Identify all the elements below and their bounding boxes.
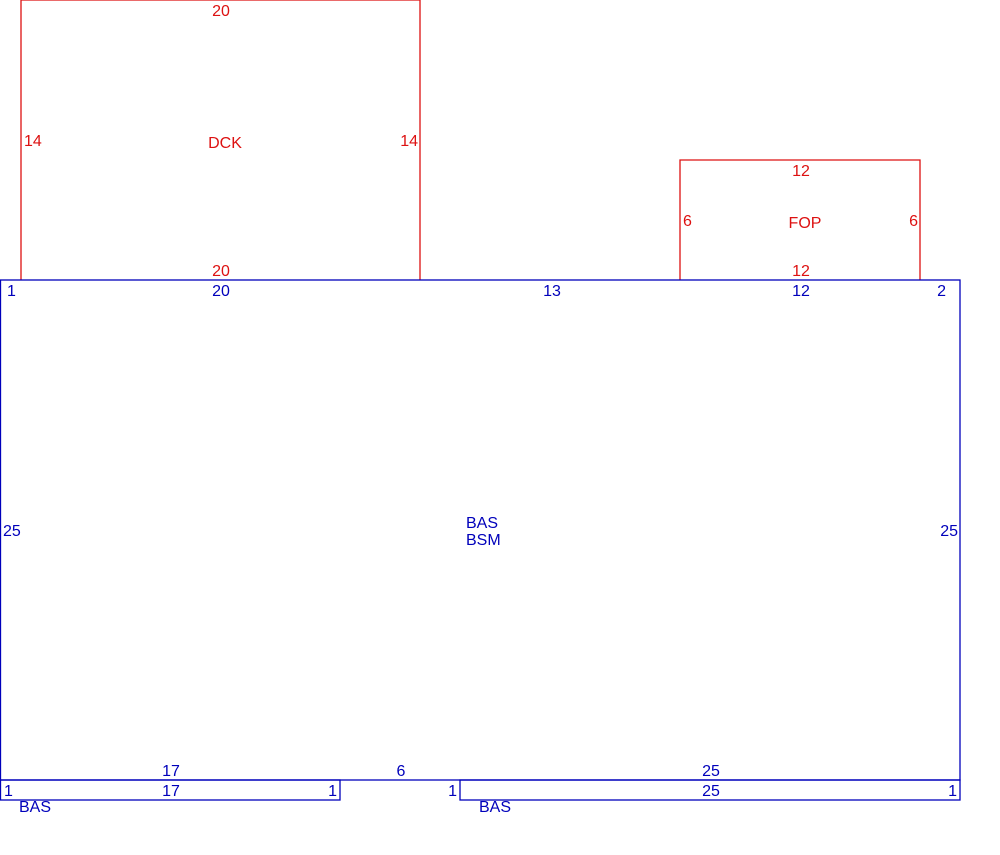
main-label-line1: BAS bbox=[466, 515, 498, 532]
porch-top-dim: 12 bbox=[792, 163, 810, 180]
left-strip-outline bbox=[0, 779, 341, 801]
right-strip-area: 1 25 1 BAS bbox=[448, 779, 961, 816]
porch-area: 12 6 6 12 FOP bbox=[679, 159, 921, 280]
left-strip-top-dim: 17 bbox=[162, 783, 180, 800]
main-top-seg3-dim: 12 bbox=[792, 283, 810, 300]
deck-right-dim: 14 bbox=[400, 133, 418, 150]
porch-outline bbox=[679, 159, 921, 280]
right-strip-right-dim: 1 bbox=[948, 783, 957, 800]
right-strip-outline bbox=[459, 779, 961, 801]
right-strip-left-dim: 1 bbox=[448, 783, 457, 800]
left-strip-area: 1 17 1 BAS bbox=[0, 779, 341, 816]
main-corner-right-dim: 2 bbox=[937, 283, 946, 300]
main-bottom-seg3-dim: 25 bbox=[702, 763, 720, 780]
right-strip-top-dim: 25 bbox=[702, 783, 720, 800]
left-strip-left-dim: 1 bbox=[4, 783, 13, 800]
main-left-dim: 25 bbox=[3, 523, 21, 540]
deck-top-dim: 20 bbox=[212, 3, 230, 20]
porch-left-dim: 6 bbox=[683, 213, 692, 230]
right-strip-label: BAS bbox=[479, 799, 511, 816]
deck-bottom-dim: 20 bbox=[212, 263, 230, 280]
main-label-line2: BSM bbox=[466, 532, 501, 549]
main-area: 1 20 13 12 2 25 25 BAS BSM 17 6 25 bbox=[0, 279, 961, 781]
deck-left-dim: 14 bbox=[24, 133, 42, 150]
main-bottom-seg2-dim: 6 bbox=[397, 763, 406, 780]
left-strip-label: BAS bbox=[19, 799, 51, 816]
main-bottom-seg1-dim: 17 bbox=[162, 763, 180, 780]
main-top-seg2-dim: 13 bbox=[543, 283, 561, 300]
deck-area: 20 14 14 20 DCK bbox=[20, 0, 421, 280]
left-strip-right-dim: 1 bbox=[328, 783, 337, 800]
main-top-seg1-dim: 20 bbox=[212, 283, 230, 300]
porch-label: FOP bbox=[789, 215, 822, 232]
porch-bottom-dim: 12 bbox=[792, 263, 810, 280]
deck-outline bbox=[20, 0, 421, 280]
main-corner-left-dim: 1 bbox=[7, 283, 16, 300]
porch-right-dim: 6 bbox=[909, 213, 918, 230]
deck-label: DCK bbox=[208, 135, 242, 152]
main-right-dim: 25 bbox=[940, 523, 958, 540]
